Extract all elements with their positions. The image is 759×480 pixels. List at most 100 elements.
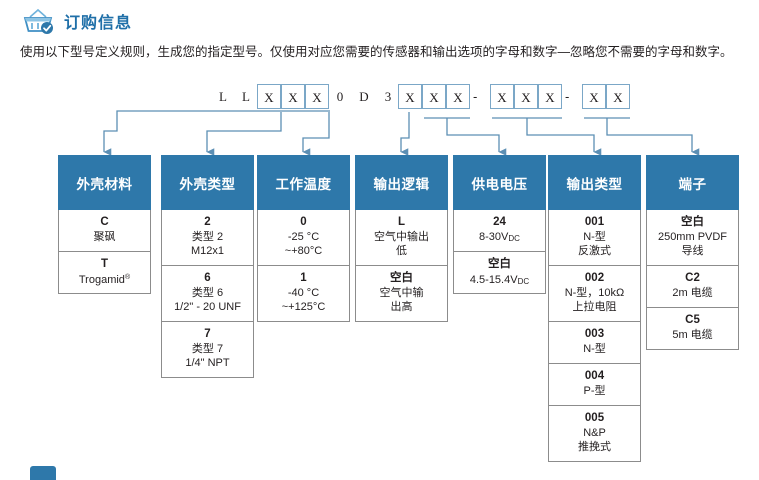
model-char-box: X [514,84,538,109]
option-code: 0 [300,216,307,228]
option-cell[interactable]: 空白空气中输出高 [356,264,447,321]
option-description: N-型 [583,231,606,244]
option-description: 空气中输 [379,287,424,300]
option-code: C5 [685,314,700,326]
bottom-partial-icon [30,466,56,480]
connector-line [606,118,700,156]
column-cells: 0 -25 °C~+80°C 1-40 °C~+125°C [257,210,350,322]
option-description: 出高 [390,301,413,313]
option-description: 250mm PVDF [657,231,728,244]
option-description: 2m 电缆 [672,287,713,300]
column-header-terminal: 端子 [646,155,739,210]
option-code: 空白 [390,271,413,284]
option-description: N&P [583,427,606,440]
option-description: 8-30VDC [479,231,520,244]
column-header-housing-material: 外壳材料 [58,155,151,210]
shopping-basket-check-icon [22,7,56,35]
option-description: -25 °C [287,231,320,244]
option-description: M12x1 [190,245,225,258]
model-separator-dash: - [565,89,570,104]
option-code: 2 [204,216,211,228]
model-char-box: X [538,84,562,109]
column-header-supply-voltage: 供电电压 [453,155,546,210]
model-char-box: X [281,84,305,109]
model-char-box: X [422,84,446,109]
option-code: 004 [584,369,605,382]
option-description: 5m 电缆 [672,329,713,342]
option-cell[interactable]: 0 -25 °C~+80°C [258,210,349,265]
option-description: 1/2" - 20 UNF [174,301,241,313]
model-char-box: X [582,84,606,109]
option-code: 空白 [681,216,704,228]
model-char-box: X [490,84,514,109]
connector-line [446,118,507,156]
connector-line [400,112,410,156]
model-fixed-char: 3 [384,89,392,104]
option-cell[interactable]: T Trogamid® [59,251,150,293]
option-cell[interactable]: 1-40 °C~+125°C [258,264,349,321]
connector-line [103,110,330,156]
model-char-box: X [305,84,329,109]
model-fixed-char: 0 [336,89,344,104]
column-header-operating-temperature: 工作温度 [257,155,350,210]
option-code: 6 [204,271,211,284]
option-description: 类型 2 [191,231,224,244]
option-code: 24 [493,216,506,228]
option-code: 001 [584,216,605,228]
option-code: L [397,216,406,228]
option-cell[interactable]: C2 2m 电缆 [647,264,738,307]
option-cell[interactable]: 24 8-30VDC [454,210,545,251]
option-code: T [100,258,109,271]
option-code: 空白 [488,258,511,271]
model-char-box: X [398,84,422,109]
option-code: 002 [584,271,605,284]
option-description: 类型 6 [191,287,224,300]
option-cell[interactable]: C5 5m 电缆 [647,307,738,349]
option-description: 类型 7 [191,343,224,356]
model-fixed-char: L [242,89,250,104]
option-description: -40 °C [287,287,320,300]
option-description: 空气中输出 [374,231,429,244]
option-description: N-型 [583,343,606,356]
model-separator-dash: - [473,89,478,104]
model-char-box: X [257,84,281,109]
option-description: 导线 [681,245,704,258]
model-fixed-char: L [219,89,227,104]
option-description: Trogamid® [78,273,131,286]
column-header-output-type: 输出类型 [548,155,641,210]
option-code: 005 [584,412,605,424]
option-description: ~+125°C [281,301,326,313]
option-code: C2 [685,271,700,284]
connector-line [526,118,602,156]
option-description: 反激式 [578,245,611,258]
option-code: 7 [204,327,211,340]
column-operating-temperature: 工作温度 0 -25 °C~+80°C 1-40 °C~+125°C [257,155,350,322]
option-description: ~+80°C [284,245,323,258]
page-title: 订购信息 [64,15,133,32]
model-char-box: X [446,84,470,109]
